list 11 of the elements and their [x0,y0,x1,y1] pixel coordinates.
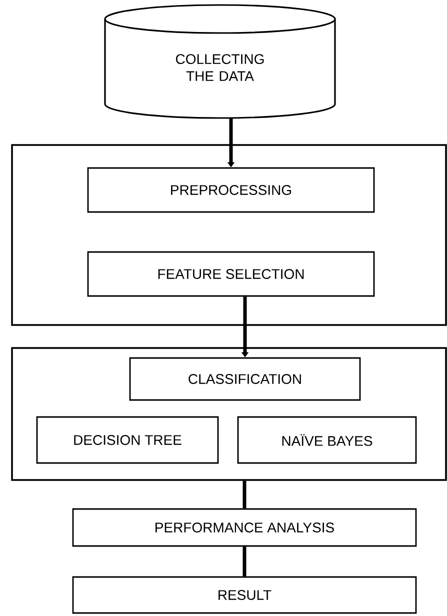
process-box: NAÏVE BAYES [237,416,417,464]
process-box: CLASSIFICATION [129,357,361,401]
database-cylinder: COLLECTING THE DATA [104,4,336,119]
process-box: DECISION TREE [36,416,219,464]
process-box: PREPROCESSING [87,167,375,213]
group-frame [11,144,447,326]
process-box: RESULT [72,576,417,614]
process-box: PERFORMANCE ANALYSIS [72,508,417,547]
group-frame [11,347,447,481]
node-label: COLLECTING THE DATA [176,54,264,81]
process-box: FEATURE SELECTION [87,251,375,297]
